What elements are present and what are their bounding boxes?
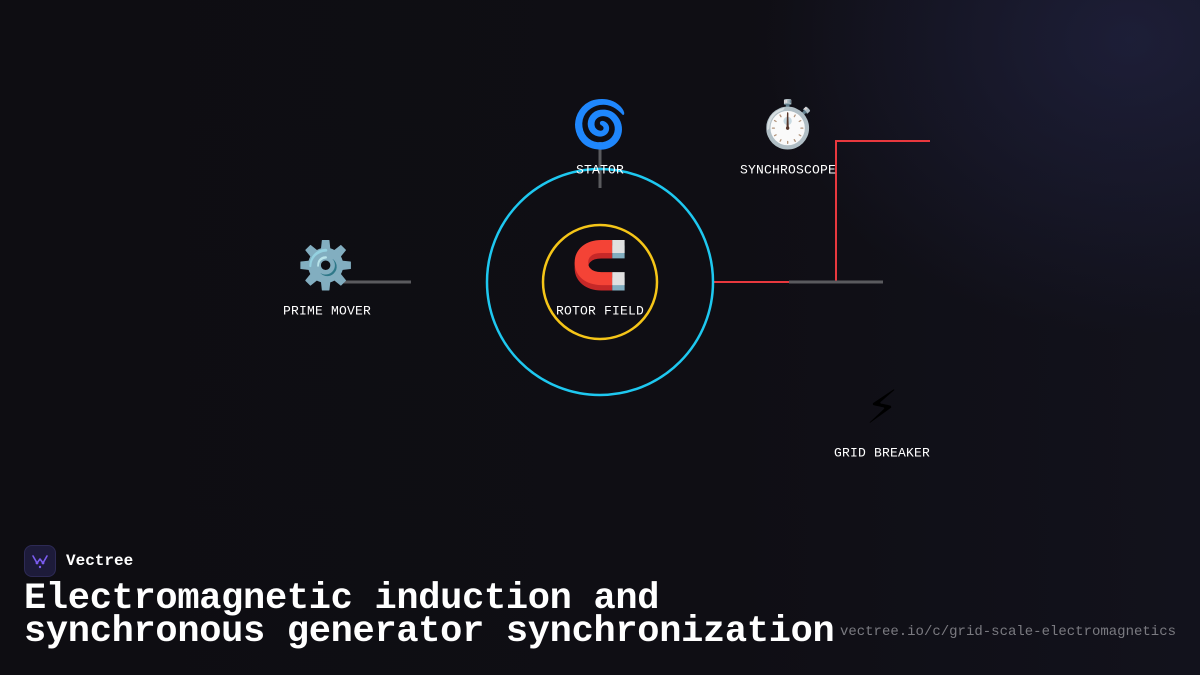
rotor-ring (541, 223, 659, 341)
gear-icon: ⚙️ (297, 238, 354, 292)
power-link-synchroscope (714, 140, 930, 283)
vectree-logo-icon (24, 545, 56, 577)
prime-mover-node: ⚙️ PRIME MOVER (283, 238, 371, 319)
stator-label: STATOR (576, 163, 624, 178)
rotor-field-node: 🧲 ROTOR FIELD (556, 238, 644, 319)
brand-name: Vectree (66, 552, 134, 570)
stator-node: 🌀 STATOR (571, 96, 628, 178)
page-title-line-1: Electromagnetic induction and (24, 578, 660, 620)
brand: Vectree (24, 544, 133, 578)
prime-mover-label: PRIME MOVER (283, 304, 371, 319)
rotor-field-label: ROTOR FIELD (556, 304, 644, 319)
lightning-icon: ⚡ (866, 380, 898, 434)
synchroscope-label: SYNCHROSCOPE (740, 163, 836, 178)
page-title: Electromagnetic induction and synchronou… (24, 581, 844, 651)
stator-ring (485, 167, 715, 397)
grid-breaker-label: GRID BREAKER (834, 446, 930, 461)
page-title-line-2: synchronous generator synchronization (24, 611, 835, 653)
source-link[interactable]: vectree.io/c/grid-scale-electromagnetics (839, 624, 1176, 640)
synchroscope-node: ⏱️ SYNCHROSCOPE (740, 97, 836, 178)
cyclone-icon: 🌀 (571, 96, 628, 151)
stopwatch-icon: ⏱️ (759, 97, 816, 151)
grid-breaker-node: ⚡ GRID BREAKER (834, 380, 930, 461)
magnet-icon: 🧲 (571, 238, 628, 292)
